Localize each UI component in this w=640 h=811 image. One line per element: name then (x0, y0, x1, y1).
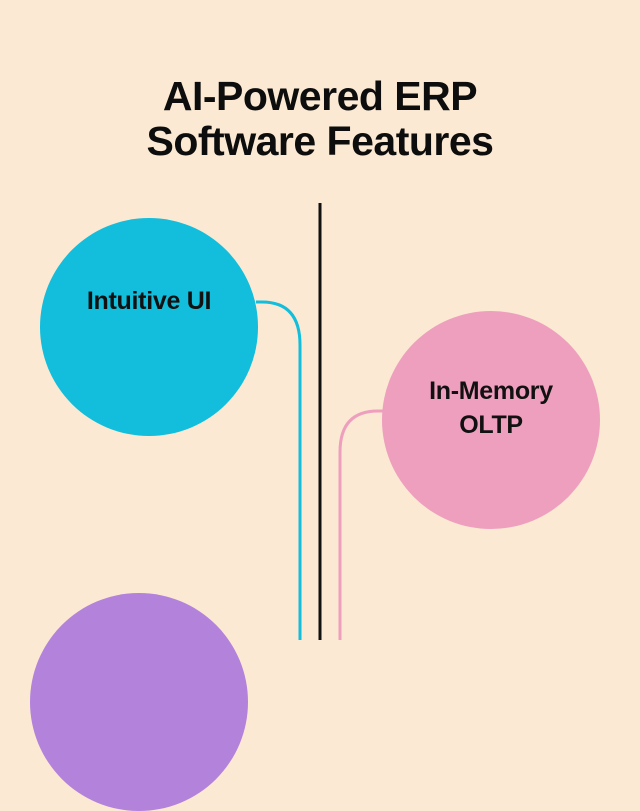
feature-label-line: Intuitive UI (86, 287, 212, 315)
feature-node-intuitive-ui: Intuitive UI (40, 218, 258, 436)
timeline-connectors (256, 203, 385, 640)
feature-label: In-Memory OLTP (429, 374, 553, 442)
page-title: AI-Powered ERP Software Features (0, 74, 640, 164)
feature-label-line: OLTP (459, 410, 523, 439)
feature-node-purple-partial (30, 593, 248, 811)
title-line-1: AI-Powered ERP (162, 73, 478, 119)
connector-in-memory-oltp (338, 409, 385, 640)
feature-label: Intuitive UI (87, 284, 211, 318)
connector-intuitive-ui (256, 300, 302, 640)
feature-node-in-memory-oltp: In-Memory OLTP (382, 311, 600, 529)
feature-label-line: In-Memory (429, 376, 553, 405)
title-line-2: Software Features (146, 118, 494, 164)
